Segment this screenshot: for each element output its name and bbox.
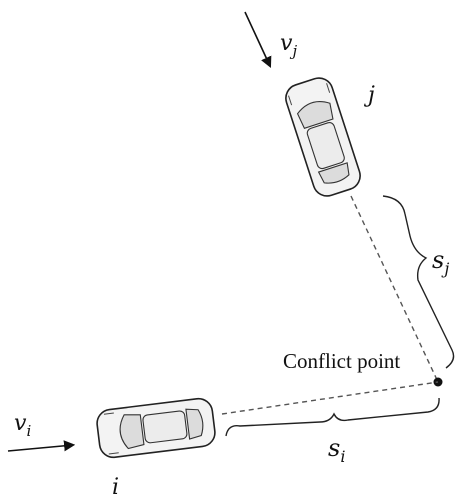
vehicle-j [285,77,361,197]
velocity-arrow-j [244,11,272,69]
speed-label-j: vj [280,31,297,60]
distance-label-i: si [328,434,345,466]
velocity-arrow-i [7,440,76,452]
path-line-j [350,195,439,383]
distance-label-j: sj [432,246,449,278]
vehicle-label-i: i [112,475,119,500]
vehicle-i [96,397,216,459]
speed-label-i: vi [14,411,31,440]
path-line-i [221,381,439,415]
distance-brace-j [382,195,455,369]
vehicle-label-j: j [363,83,375,108]
distance-brace-i [225,397,440,437]
conflict-point-label: Conflict point [283,349,400,373]
